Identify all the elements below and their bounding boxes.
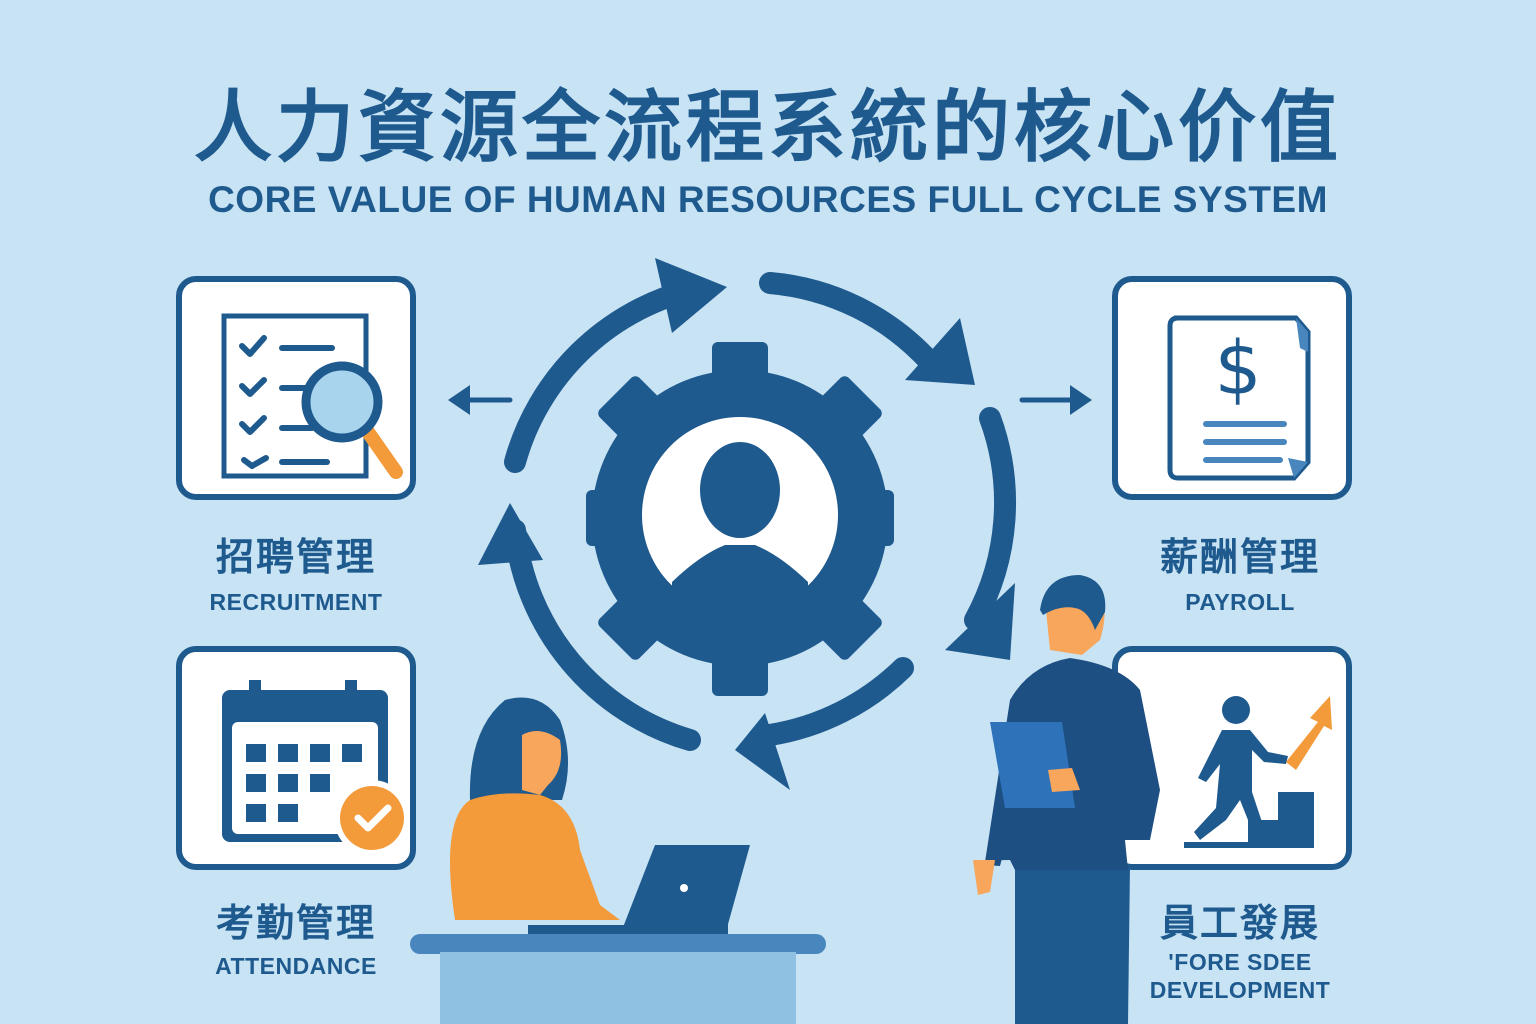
arrow-right-icon bbox=[1019, 385, 1092, 415]
recruitment-card[interactable] bbox=[176, 276, 416, 500]
attendance-label-zh: 考勤管理 bbox=[215, 901, 376, 945]
development-label-en-2: DEVELOPMENT bbox=[1149, 977, 1331, 1003]
attendance-label-en: ATTENDANCE bbox=[215, 953, 377, 979]
dollar-document-icon: $ bbox=[1167, 315, 1311, 481]
development-card[interactable] bbox=[1112, 646, 1352, 870]
recruitment-label-zh: 招聘管理 bbox=[215, 535, 376, 579]
arrowheads bbox=[478, 258, 1015, 790]
checklist-magnifier-icon bbox=[221, 313, 403, 479]
climbing-stairs-icon bbox=[1184, 696, 1332, 848]
payroll-label-zh: 薪酬管理 bbox=[1159, 535, 1320, 579]
payroll-label-en: PAYROLL bbox=[1185, 589, 1295, 615]
svg-text:$: $ bbox=[1214, 326, 1261, 412]
arrow-left-icon bbox=[448, 385, 513, 415]
calendar-check-icon bbox=[222, 680, 410, 856]
recruitment-label-en: RECRUITMENT bbox=[209, 589, 383, 615]
person-silhouette-icon bbox=[672, 442, 808, 620]
circular-arrows-icon bbox=[504, 272, 1017, 751]
development-label-en-1: 'FORE SDEE bbox=[1168, 949, 1312, 975]
page-subtitle: CORE VALUE OF HUMAN RESOURCES FULL CYCLE… bbox=[208, 179, 1328, 220]
page-title: 人力資源全流程系統的核心价值 bbox=[193, 83, 1342, 173]
payroll-card[interactable]: $ bbox=[1112, 276, 1352, 500]
development-label-zh: 員工發展 bbox=[1159, 901, 1320, 945]
attendance-card[interactable] bbox=[176, 646, 416, 870]
